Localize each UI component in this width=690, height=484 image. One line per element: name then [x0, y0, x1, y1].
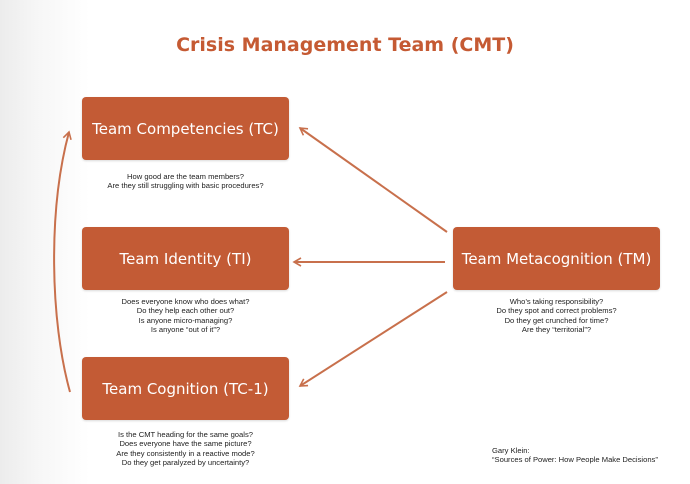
- node-label: Team Cognition (TC-1): [102, 379, 269, 398]
- question-line: Is the CMT heading for the same goals?: [118, 430, 253, 439]
- source-citation: Gary Klein: “Sources of Power: How Peopl…: [492, 446, 658, 465]
- question-line: Does everyone know who does what?: [121, 297, 250, 306]
- arrow-tc1-to-tc: [53, 130, 72, 393]
- node-team-competencies: Team Competencies (TC): [82, 97, 289, 160]
- node-team-identity: Team Identity (TI): [82, 227, 289, 290]
- question-line: Do they get crunched for time?: [504, 315, 609, 325]
- source-author: Gary Klein:: [492, 446, 530, 455]
- question-line: Is anyone “out of it”?: [150, 325, 221, 335]
- node-label: Team Identity (TI): [119, 249, 252, 268]
- node-questions-tc1: Is the CMT heading for the same goals? D…: [82, 430, 289, 468]
- question-line: Are they still struggling with basic pro…: [107, 181, 264, 191]
- node-team-cognition: Team Cognition (TC-1): [82, 357, 289, 420]
- question-line: Is anyone micro-managing?: [138, 315, 233, 325]
- node-label: Team Competencies (TC): [92, 119, 279, 138]
- question-line: Who’s taking responsibility?: [509, 297, 604, 306]
- question-line: How good are the team members?: [127, 172, 244, 181]
- node-team-metacognition: Team Metacognition (TM): [453, 227, 660, 290]
- node-label: Team Metacognition (TM): [461, 249, 652, 268]
- question-line: Are they “territorial”?: [521, 325, 592, 335]
- arrow-tm-to-tc: [298, 127, 448, 233]
- diagram-title: Crisis Management Team (CMT): [176, 34, 514, 56]
- question-line: Do they get paralyzed by uncertainty?: [121, 458, 250, 468]
- source-work: “Sources of Power: How People Make Decis…: [492, 455, 658, 465]
- node-questions-tc: How good are the team members? Are they …: [82, 172, 289, 191]
- question-line: Do they help each other out?: [136, 306, 235, 316]
- node-questions-ti: Does everyone know who does what? Do the…: [82, 297, 289, 335]
- question-line: Are they consistently in a reactive mode…: [116, 448, 255, 458]
- question-line: Do they spot and correct problems?: [496, 306, 617, 316]
- arrow-tm-to-tc1: [298, 291, 448, 387]
- question-line: Does everyone have the same picture?: [119, 439, 252, 449]
- node-questions-tm: Who’s taking responsibility? Do they spo…: [453, 297, 660, 335]
